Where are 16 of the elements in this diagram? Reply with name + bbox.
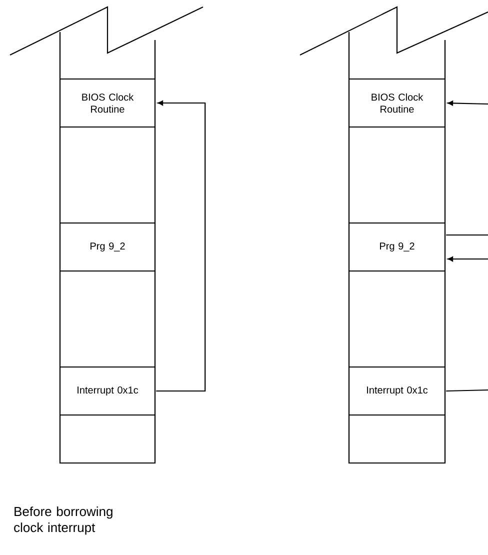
memory-cell: BIOS Clock Routine [348,78,446,128]
empty-memory-cell [348,414,446,464]
memory-cell: Prg 9_2 [59,222,156,272]
arrow [448,100,488,106]
caption: Before borrowing clock interrupt [14,506,112,535]
empty-memory-cell [59,414,156,464]
memory-cell: Interrupt 0x1c [348,366,446,416]
memory-cell: Prg 9_2 [348,222,446,272]
memory-cell: BIOS Clock Routine [59,78,156,128]
empty-memory-cell [59,126,156,224]
arrow [156,100,206,392]
empty-memory-cell [348,126,446,224]
empty-memory-cell [348,270,446,368]
arrow [448,256,488,262]
empty-memory-cell [59,270,156,368]
memory-cell: Interrupt 0x1c [59,366,156,416]
